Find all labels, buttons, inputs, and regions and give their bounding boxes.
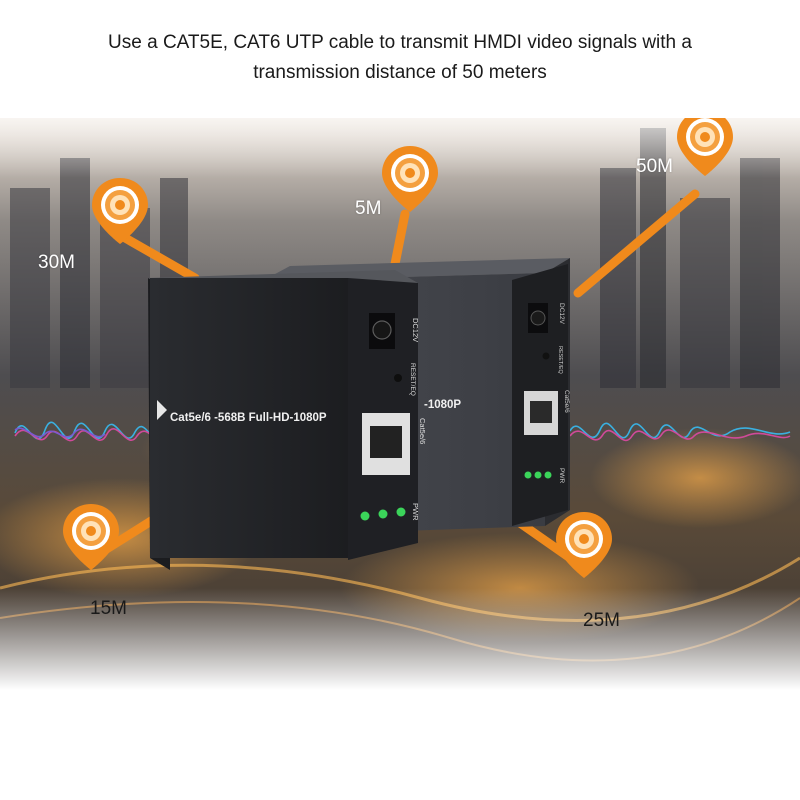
signal-wave-right: [569, 422, 791, 442]
back-pwr-label: PWR: [558, 468, 565, 483]
front-pwr-label: PWR: [411, 503, 420, 521]
location-pin-icon: [382, 146, 438, 212]
back-power-label: DC12V: [558, 303, 565, 325]
front-port-label: Cat5e/6: [418, 418, 427, 444]
distance-label-15m: 15M: [90, 598, 127, 619]
distance-label-5m: 5M: [355, 198, 382, 219]
distance-label-25m: 25M: [583, 610, 620, 631]
headline: Use a CAT5E, CAT6 UTP cable to transmit …: [0, 28, 800, 88]
back-port-label: Cat5e/6: [563, 390, 570, 413]
location-pin-icon: [677, 118, 733, 176]
front-reset-label: RESET/EQ: [409, 363, 416, 396]
signal-wave-left: [14, 421, 159, 442]
location-pin-icon: [92, 178, 148, 244]
headline-line-2: transmission distance of 50 meters: [253, 62, 547, 83]
city-night-scene: Cat5e/6 -568B Full-HD-1080P -1080P DC12V…: [0, 118, 800, 690]
extender-transmitter-device: [148, 270, 418, 570]
location-pin-icon: [63, 504, 119, 570]
location-pin-icon: [556, 512, 612, 578]
headline-line-1: Use a CAT5E, CAT6 UTP cable to transmit …: [108, 32, 692, 53]
front-model-text: Cat5e/6 -568B Full-HD-1080P: [170, 412, 327, 424]
distance-label-50m: 50M: [636, 156, 673, 177]
distance-label-30m: 30M: [38, 252, 75, 273]
back-model-text: -1080P: [424, 399, 461, 411]
back-reset-label: RESET/EQ: [557, 346, 563, 375]
front-power-label: DC12V: [411, 318, 420, 342]
